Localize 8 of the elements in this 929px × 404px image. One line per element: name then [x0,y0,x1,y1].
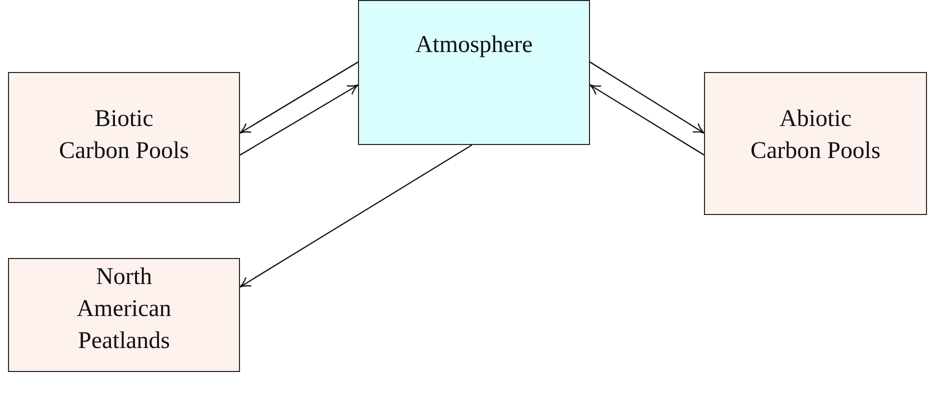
process-box [8,258,240,372]
process-box [358,0,590,145]
node-label: North American Peatlands [76,263,172,356]
node-label: Biotic Carbon Pools [58,105,189,166]
node-label: Abiotic Carbon Pools [750,105,880,166]
process-box [704,72,927,215]
node-label: Atmosphere [415,31,533,60]
process-box [8,72,240,203]
